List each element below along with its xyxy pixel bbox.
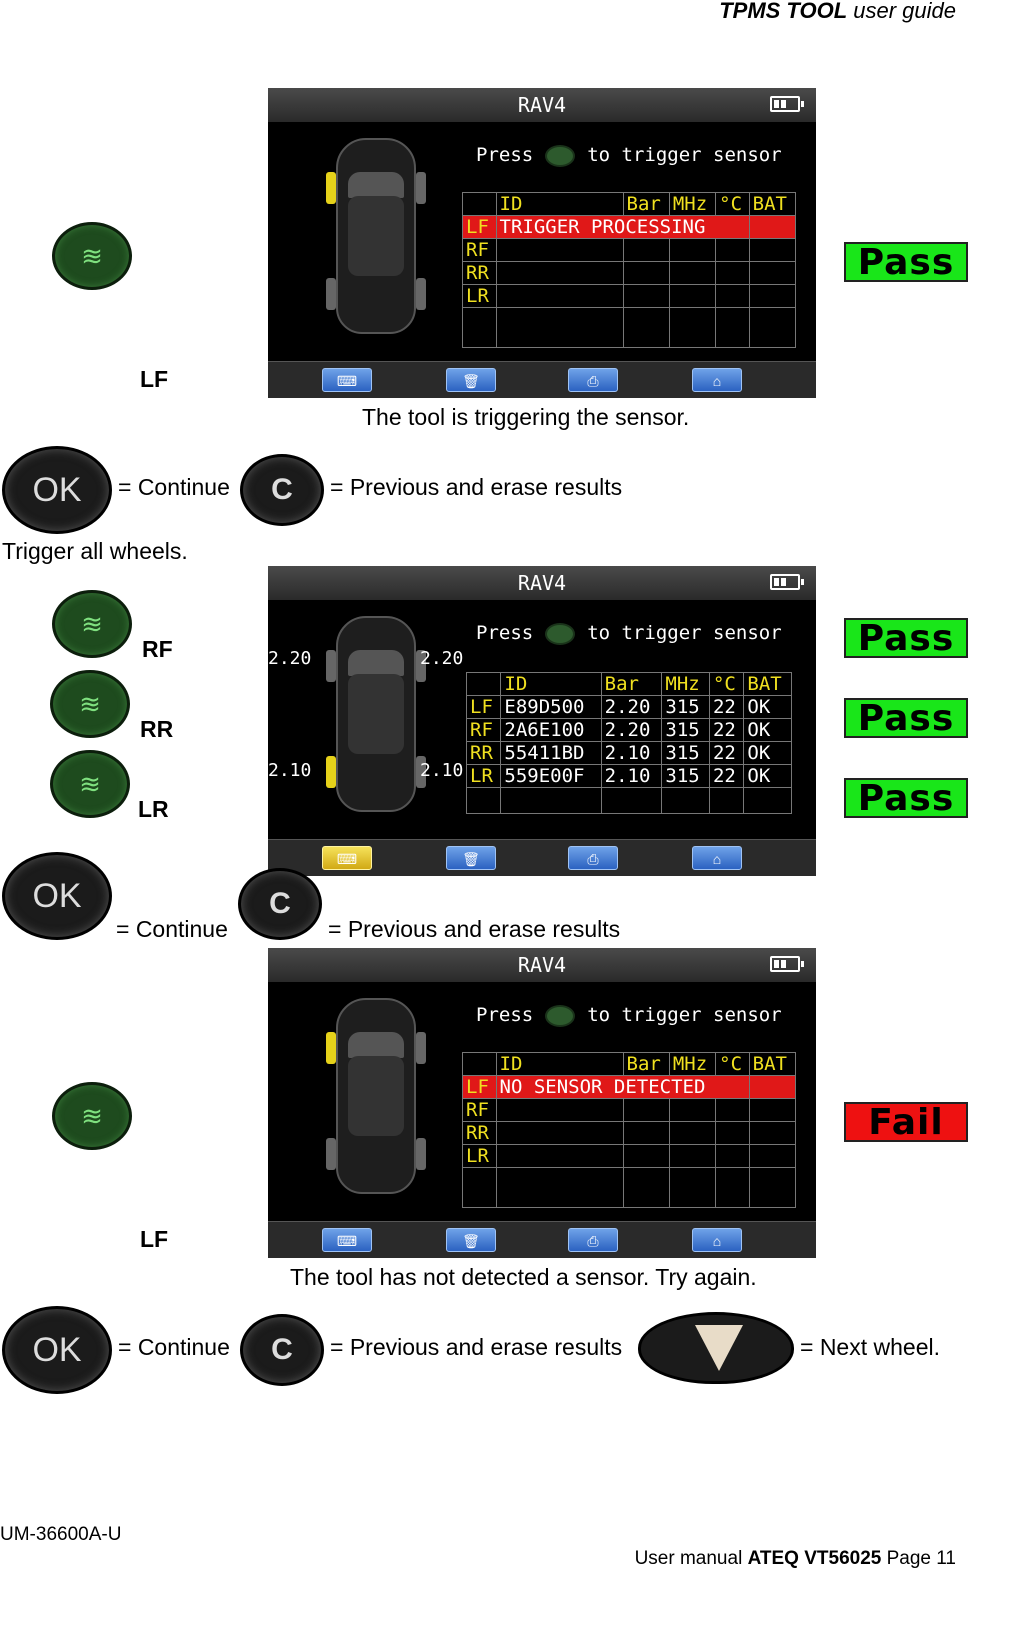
table-row: RF <box>462 238 797 262</box>
trigger-all-text: Trigger all wheels. <box>2 538 188 564</box>
screen-toolbar: ⌨ 🗑 ⎙ ⌂ <box>268 839 816 876</box>
fail-badge: Fail <box>844 1102 968 1142</box>
trash-icon[interactable]: 🗑 <box>446 368 496 392</box>
continue-text: = Continue <box>116 916 228 942</box>
ok-button[interactable]: OK <box>2 852 112 940</box>
wifi-icon: ≋ <box>79 769 101 799</box>
trigger-button[interactable]: ≋ <box>52 1082 132 1150</box>
previous-text: = Previous and erase results <box>330 1334 623 1360</box>
wifi-icon: ≋ <box>81 241 103 271</box>
trigger-dot-icon <box>545 144 576 167</box>
screen-title: RAV4 <box>268 948 816 982</box>
home-icon[interactable]: ⌂ <box>692 1228 742 1252</box>
keyboard-icon[interactable]: ⌨ <box>322 368 372 392</box>
next-wheel-text: = Next wheel. <box>800 1334 940 1360</box>
wheel-label-rf: RF <box>142 636 173 662</box>
trash-icon[interactable]: 🗑 <box>446 1228 496 1252</box>
home-icon[interactable]: ⌂ <box>692 846 742 870</box>
screen-toolbar: ⌨ 🗑 ⎙ ⌂ <box>268 361 816 398</box>
continue-text: = Continue <box>118 1334 230 1360</box>
table-row: LR <box>462 1144 797 1168</box>
previous-text: = Previous and erase results <box>328 916 621 942</box>
car-icon <box>324 998 428 1194</box>
battery-icon <box>770 956 804 972</box>
printer-icon[interactable]: ⎙ <box>568 368 618 392</box>
table-row: LR <box>462 284 797 308</box>
pressure-rear-left: 2.10 <box>268 760 312 781</box>
caption-triggering: The tool is triggering the sensor. <box>362 404 690 430</box>
pressure-front-left: 2.20 <box>268 648 312 669</box>
wifi-icon: ≋ <box>81 609 103 639</box>
document-code: UM-36600A-U <box>0 1524 122 1545</box>
home-icon[interactable]: ⌂ <box>692 368 742 392</box>
keyboard-icon[interactable]: ⌨ <box>322 1228 372 1252</box>
wheel-label-lf: LF <box>140 1226 169 1252</box>
trigger-button[interactable]: ≋ <box>52 222 132 290</box>
c-button[interactable]: C <box>238 868 322 940</box>
wifi-icon: ≋ <box>79 689 101 719</box>
pressure-rear-right: 2.10 <box>420 760 464 781</box>
screen-toolbar: ⌨ 🗑 ⎙ ⌂ <box>268 1221 816 1258</box>
battery-icon <box>770 574 804 590</box>
car-icon <box>324 138 428 334</box>
wifi-icon: ≋ <box>81 1101 103 1131</box>
printer-icon[interactable]: ⎙ <box>568 846 618 870</box>
wheel-label-lr: LR <box>138 796 169 822</box>
ok-button[interactable]: OK <box>2 446 112 534</box>
pass-badge: Pass <box>844 698 968 738</box>
pass-badge: Pass <box>844 242 968 282</box>
car-icon <box>324 616 428 812</box>
caption-not-detected: The tool has not detected a sensor. Try … <box>290 1264 757 1290</box>
wheel-label-rr: RR <box>140 716 174 742</box>
trigger-button[interactable]: ≋ <box>50 750 130 818</box>
table-row: RR <box>462 261 797 285</box>
pass-badge: Pass <box>844 778 968 818</box>
table-row: RF <box>462 1098 797 1122</box>
battery-icon <box>770 96 804 112</box>
trash-icon[interactable]: 🗑 <box>446 846 496 870</box>
trigger-button[interactable]: ≋ <box>52 590 132 658</box>
wheel-label-lf: LF <box>140 366 169 392</box>
previous-text: = Previous and erase results <box>330 474 623 500</box>
pressure-front-right: 2.20 <box>420 648 464 669</box>
screen-title: RAV4 <box>268 566 816 600</box>
continue-text: = Continue <box>118 474 230 500</box>
pass-badge: Pass <box>844 618 968 658</box>
trigger-button[interactable]: ≋ <box>50 670 130 738</box>
keyboard-icon[interactable]: ⌨ <box>322 846 372 870</box>
ok-button[interactable]: OK <box>2 1306 112 1394</box>
down-arrow-button[interactable] <box>638 1312 794 1384</box>
trigger-dot-icon <box>545 622 576 645</box>
table-row: RR <box>462 1121 797 1145</box>
trigger-dot-icon <box>545 1004 576 1027</box>
page-footer: User manual ATEQ VT56025 Page 11 <box>634 1548 956 1569</box>
c-button[interactable]: C <box>240 454 324 526</box>
printer-icon[interactable]: ⎙ <box>568 1228 618 1252</box>
screen-title: RAV4 <box>268 88 816 122</box>
page-header: TPMS TOOL user guide <box>719 0 956 23</box>
c-button[interactable]: C <box>240 1314 324 1386</box>
